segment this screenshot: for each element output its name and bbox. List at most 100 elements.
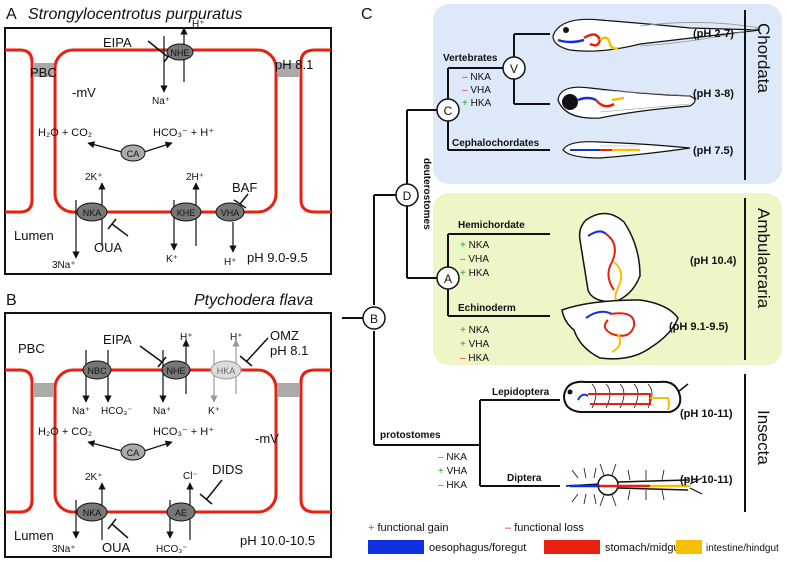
ph-diptera: (pH 10-11)	[680, 474, 733, 486]
node-c: C	[436, 98, 460, 122]
panel-a-pbc-ph: pH 8.1	[275, 57, 313, 72]
panel-a-nka-k: 2K⁺	[85, 172, 103, 183]
legend-hindgut-label: intestine/hindgut	[706, 543, 779, 554]
phylogeny-tree	[342, 33, 560, 487]
panel-a-ca-label: CA	[127, 149, 140, 159]
panel-b-nhe-h: H⁺	[180, 332, 193, 343]
panel-a-baf: BAF	[232, 180, 257, 195]
panel-b-nka-k: 2K⁺	[85, 472, 103, 483]
panel-c: C	[342, 4, 782, 512]
panel-a-ca-left: H₂O + CO₂	[38, 127, 92, 139]
node-v-label: V	[510, 62, 518, 76]
ph-echinoderm: (pH 9.1-9.5)	[669, 321, 729, 333]
panel-b-hka-transporter	[210, 360, 242, 380]
vertebrate-changes: – NKA – VHA + HKA	[462, 72, 492, 109]
panel-b-dids-inhibit	[205, 479, 223, 501]
panel-a-nhe-transporter	[166, 43, 194, 61]
dipt-change-2: + VHA	[438, 466, 468, 477]
echi-change-1: + NKA	[460, 325, 490, 336]
panel-a-frame	[4, 27, 332, 275]
dipt-change-1: – NKA	[438, 452, 467, 463]
hemichordate-changes: + NKA – VHA + HKA	[460, 240, 490, 279]
panel-b-nhe-na: Na⁺	[153, 406, 171, 417]
panel-a-vha-label: VHA	[221, 208, 240, 218]
panel-a-khe-h: 2H⁺	[186, 172, 204, 183]
protostomes-label: protostomes	[380, 430, 441, 441]
panel-b-pbc-ph: pH 8.1	[270, 343, 308, 358]
panel-b: B Ptychodera flava PBC pH 8.1 -mV Lumen …	[4, 292, 332, 558]
panel-b-ca-right: HCO₃⁻ + H⁺	[153, 426, 214, 438]
panel-b-nka-transporter	[76, 502, 108, 522]
node-c-label: C	[444, 104, 453, 118]
panel-b-ae-cl: Cl⁻	[183, 471, 198, 482]
panel-a-vha-transporter	[215, 202, 245, 222]
legend-midgut-label: stomach/midgut	[605, 542, 683, 554]
panel-a-cell-left	[5, 48, 34, 214]
cephalochordates-label: Cephalochordates	[452, 138, 540, 149]
deuterostomes-label: deuterostomes	[421, 158, 432, 230]
panel-b-eipa-inhibit	[139, 345, 163, 363]
panel-b-nbc-hco3: HCO₃⁻	[101, 406, 133, 417]
chordata-label: Chordata	[754, 23, 773, 93]
panel-b-frame	[4, 312, 332, 558]
echinoderm-label: Echinoderm	[458, 303, 516, 314]
panel-a-khe-k: K⁺	[166, 254, 178, 265]
panel-b-junction-left	[33, 383, 54, 397]
panel-b-cell-right	[299, 368, 331, 514]
panel-b-nka-label: NKA	[83, 508, 102, 518]
node-b-label: B	[370, 312, 378, 326]
hemi-change-1: + NKA	[460, 240, 490, 251]
panel-b-dids: DIDS	[212, 462, 243, 477]
panel-b-ae-transporter	[166, 502, 196, 522]
tadpole-illustration	[552, 18, 761, 52]
panel-a-ca-right: HCO₃⁻ + H⁺	[153, 127, 214, 139]
panel-b-eipa: EIPA	[103, 332, 132, 347]
ph-hemichordate: (pH 10.4)	[690, 255, 737, 267]
vert-change-1: – NKA	[462, 72, 491, 83]
panel-b-hka-h: H⁺	[230, 332, 243, 343]
panel-b-species: Ptychodera flava	[194, 292, 313, 309]
panel-a-nka-label: NKA	[83, 208, 102, 218]
panel-a-nhe-h: H⁺	[192, 19, 205, 30]
ph-lepidoptera: (pH 10-11)	[680, 408, 733, 420]
panel-b-pbc: PBC	[18, 341, 45, 356]
panel-a-nka-na: 3Na⁺	[52, 260, 76, 271]
panel-c-letter: C	[361, 6, 373, 23]
legend-hindgut-swatch	[676, 540, 702, 554]
diptera-changes: – NKA + VHA – HKA	[438, 452, 468, 491]
ph-cephalochordate: (pH 7.5)	[693, 145, 734, 157]
panel-b-hka-label: HKA	[217, 366, 236, 376]
larval-fish-illustration	[557, 86, 696, 119]
panel-a-junction-left	[33, 63, 54, 77]
ph-vertebrate-2: (pH 3-8)	[693, 88, 734, 100]
panel-a-baf-inhibit	[239, 193, 249, 205]
panel-a-junction-right	[277, 63, 300, 77]
panel-b-nka-na: 3Na⁺	[52, 544, 76, 555]
panel-a-letter: A	[6, 6, 17, 23]
panel-b-ae-hco3: HCO₃⁻	[156, 544, 188, 555]
panel-b-junction-right	[277, 383, 300, 397]
node-v: V	[502, 56, 526, 80]
panel-b-nhe-label: NHE	[166, 366, 185, 376]
dipt-change-3: – HKA	[438, 480, 467, 491]
panel-b-omz-inhibit	[245, 337, 269, 363]
echi-change-2: + VHA	[460, 339, 490, 350]
node-d: D	[395, 183, 419, 207]
panel-b-ca-enzyme	[120, 443, 146, 461]
legend-foregut-label: oesophagus/foregut	[429, 542, 526, 554]
panel-a-nka-transporter	[76, 202, 108, 222]
panel-a-nhe-label: NHE	[170, 48, 189, 58]
panel-b-lumen: Lumen	[14, 528, 54, 543]
panel-b-membrane-potential: -mV	[255, 431, 279, 446]
node-a-label: A	[444, 272, 452, 286]
legend-midgut-swatch	[544, 540, 600, 554]
panel-b-ca-label: CA	[127, 448, 140, 458]
panel-b-hka-k: K⁺	[208, 406, 220, 417]
diptera-label: Diptera	[507, 473, 542, 484]
panel-a-cell-main	[53, 48, 278, 214]
panel-a-membrane-potential: -mV	[72, 85, 96, 100]
hemi-change-2: – VHA	[460, 254, 489, 265]
panel-a-khe-transporter	[170, 202, 202, 222]
caterpillar-illustration	[562, 380, 689, 413]
ph-vertebrate-1: (pH 2-7)	[693, 28, 734, 40]
